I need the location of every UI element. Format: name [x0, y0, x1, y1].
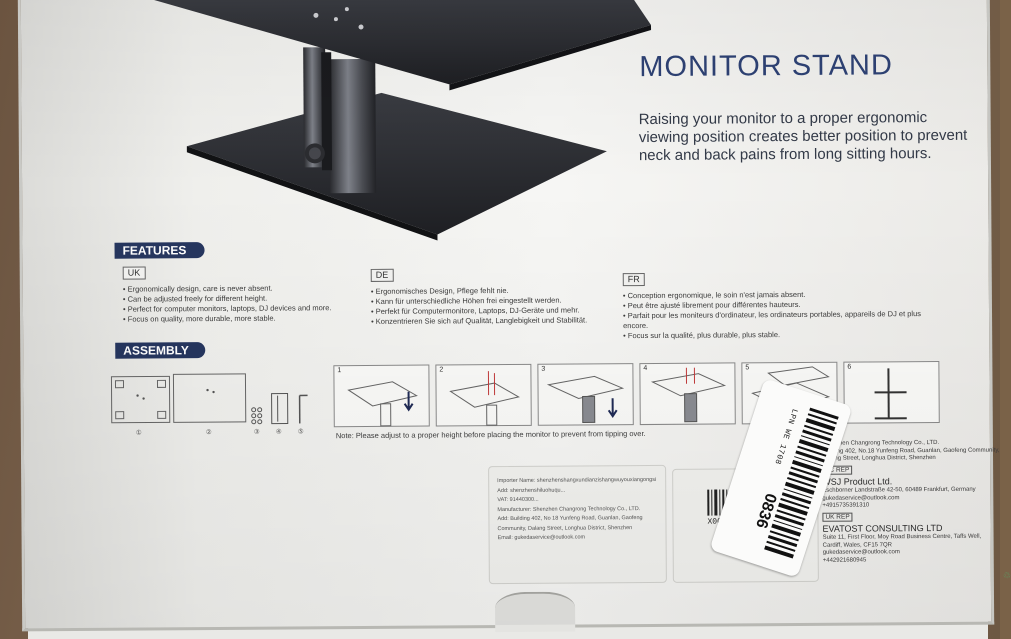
assembly-heading: ASSEMBLY: [115, 342, 206, 359]
step-illustration: [546, 375, 625, 423]
lpn-barcode: [764, 407, 839, 559]
part-label: ⑤: [297, 428, 304, 436]
regulatory-info: Shenzhen Changrong Technology Co., LTD. …: [822, 440, 1003, 565]
lang-tag-uk: UK: [122, 266, 146, 280]
recycle-icon: ♲: [1002, 570, 1011, 581]
importer-line: Email: gukedaservice@outlook.com: [497, 534, 586, 542]
list-item: Konzentrieren Sie sich auf Qualität, Lan…: [371, 315, 621, 327]
list-item: Focus on quality, more durable, more sta…: [123, 313, 363, 325]
uk-rep-tag: UK REP: [822, 512, 853, 522]
step-number: 6: [847, 363, 852, 371]
lang-tag-de: DE: [370, 268, 394, 282]
assembly-step: 1: [333, 364, 430, 428]
manufacturer-address: Dalang Street, Longhua District, Shenzhe…: [822, 455, 936, 462]
product-tagline: Raising your monitor to a proper ergonom…: [638, 109, 968, 165]
ec-rep-phone: +4915735391310: [822, 502, 870, 509]
part-label: ①: [135, 429, 142, 437]
part-label: ③: [253, 428, 260, 436]
parts-illustration: [110, 373, 308, 425]
features-list-fr: Conception ergonomique, le soin n'est ja…: [623, 289, 943, 341]
lpn-sticker: LPN WE 1708 0836: [709, 378, 853, 578]
step-number: 4: [643, 365, 648, 373]
assembly-note: Note: Please adjust to a proper height b…: [335, 429, 646, 441]
ec-rep-address: Eschborner Landstraße 42-50, 60489 Frank…: [822, 486, 976, 494]
step-illustration: [347, 381, 418, 427]
step-number: 3: [541, 365, 546, 373]
step-number: 2: [439, 366, 444, 374]
monitor-stand-photo: [148, 0, 652, 241]
part-label: ④: [275, 428, 282, 436]
assembly-step: 6: [843, 360, 940, 424]
parts-diagram: ① ② ③ ④ ⑤: [109, 369, 319, 440]
step-illustration: [650, 367, 727, 423]
importer-label: Importer Name: shenzhenshangxundianzisha…: [488, 464, 667, 585]
product-box: MONITOR STAND Raising your monitor to a …: [17, 0, 1011, 633]
lang-tag-fr: FR: [622, 273, 645, 287]
list-item: Focus sur la qualité, plus durable, plus…: [623, 329, 943, 341]
product-title: MONITOR STAND: [639, 49, 894, 84]
box-tear: [494, 591, 576, 633]
assembly-step: 3: [537, 363, 634, 426]
step-number: 5: [745, 364, 750, 372]
step-illustration: [449, 371, 520, 426]
part-label: ②: [205, 429, 212, 437]
importer-line: Add: Building 402, No 18 Yunfeng Road, G…: [497, 515, 643, 523]
assembly-steps: 1 2 3 4: [333, 360, 953, 431]
step-number: 1: [337, 367, 342, 375]
features-heading: FEATURES: [114, 242, 205, 259]
assembly-step: 2: [435, 363, 532, 427]
step-illustration: [874, 368, 907, 420]
assembly-step: 4: [639, 362, 736, 426]
list-item: Parfait pour les moniteurs d'ordinateur,…: [623, 309, 943, 331]
importer-line: Importer Name: shenzhenshangxundianzisha…: [497, 476, 657, 485]
features-list-de: Ergonomisches Design, Pflege fehlt nie. …: [371, 285, 621, 327]
features-list-uk: Ergonomically design, care is never abse…: [123, 283, 363, 325]
uk-rep-phone: +442921680945: [822, 556, 867, 564]
uk-rep-address: Suite 11, First Floor, Moy Road Business…: [822, 533, 982, 541]
